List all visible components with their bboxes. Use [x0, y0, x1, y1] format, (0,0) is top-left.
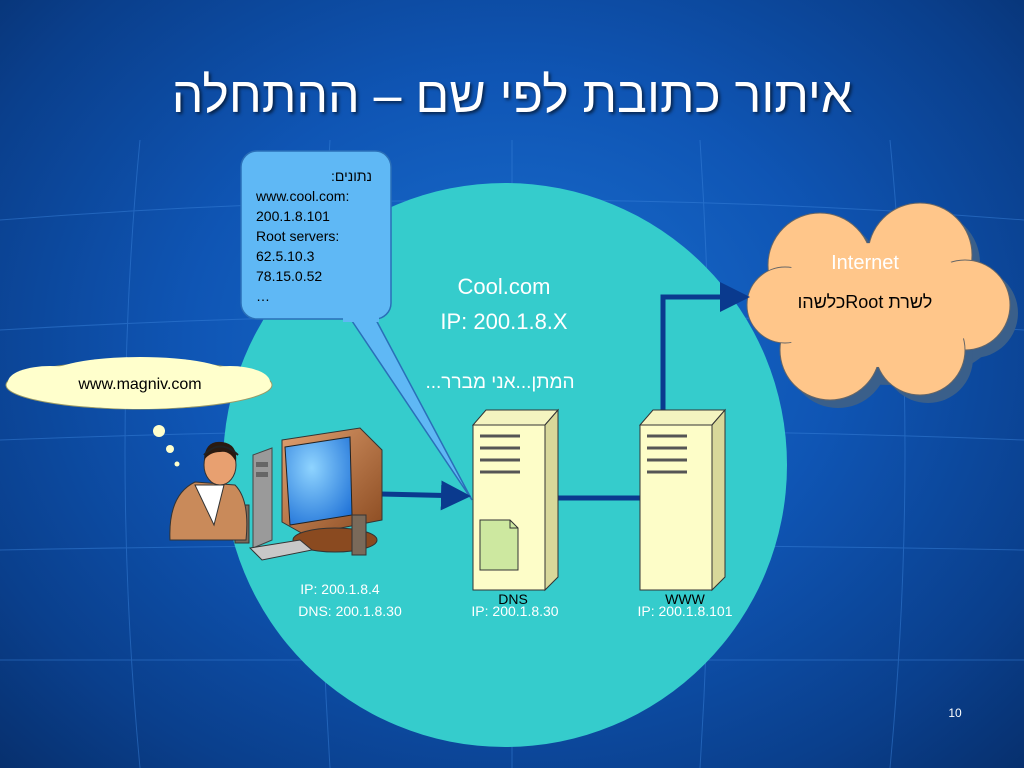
domain-name: Cool.com [457, 274, 551, 299]
dns-server-ip: IP: 200.1.8.30 [471, 603, 559, 619]
root-server-label: לשרת Rootכלשהו [797, 292, 933, 312]
callout-line: … [256, 288, 270, 304]
dns-server-tower [471, 408, 560, 592]
client-to-dns-arrow [379, 480, 471, 511]
www-server-tower [638, 408, 727, 592]
dns-data-callout: נתונים: www.cool.com: 200.1.8.101 Root s… [256, 166, 386, 306]
domain-ip: IP: 200.1.8.X [440, 309, 568, 334]
www-server-ip: IP: 200.1.8.101 [637, 603, 733, 619]
client-ip: IP: 200.1.8.4 [300, 581, 380, 597]
slide-title: איתור כתובת לפי שם – ההתחלה [171, 67, 853, 123]
waiting-message: המתן...אני מברר... [425, 372, 575, 393]
callout-line: www.cool.com: [256, 188, 350, 204]
client-dns: DNS: 200.1.8.30 [298, 603, 402, 619]
www-server-label: WWW [665, 591, 705, 607]
callout-line: Root servers: [256, 228, 340, 244]
dns-server-label: DNS [498, 591, 528, 607]
client-computer-illustration [169, 427, 383, 561]
dns-to-root-arrow [540, 282, 750, 501]
connection-arrows [379, 282, 750, 511]
internet-label: Internet [831, 252, 899, 274]
callout-line: 200.1.8.101 [256, 208, 330, 224]
thought-bubble-text: www.magniv.com [78, 376, 202, 393]
callout-line: 78.15.0.52 [256, 268, 323, 284]
dns-data-callout-shape [240, 150, 473, 501]
page-number: 10 [948, 706, 962, 720]
callout-line: 62.5.10.3 [256, 248, 315, 264]
internet-cloud-shape [746, 202, 1018, 408]
thought-bubble-shape [5, 357, 273, 467]
callout-heading: נתונים: [331, 168, 372, 184]
